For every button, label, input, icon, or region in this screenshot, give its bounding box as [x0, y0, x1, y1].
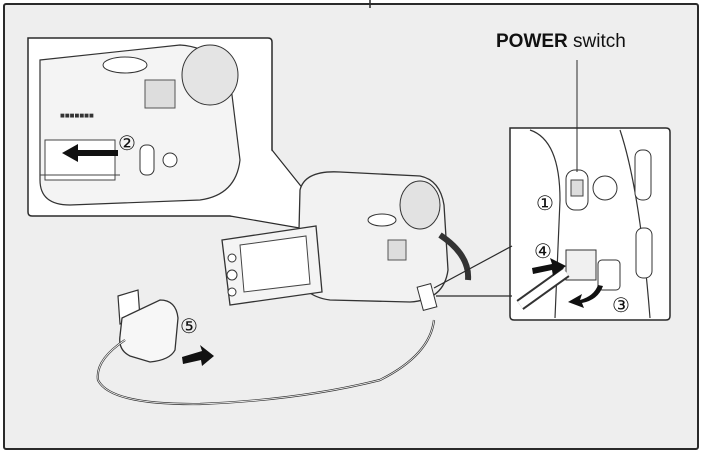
step-5-label: ⑤ — [180, 316, 198, 338]
step-2-label: ② — [118, 133, 136, 155]
ac-adapter: ⑤ — [96, 289, 436, 406]
svg-text:■■■■■■■: ■■■■■■■ — [60, 111, 94, 120]
camcorder — [221, 171, 472, 312]
power-label-bold: POWER — [496, 31, 568, 52]
step-3-label: ③ — [612, 295, 630, 317]
step-4-label: ④ — [534, 241, 552, 263]
inset-right: ① ④ ③ — [433, 60, 671, 321]
power-switch-label: POWER switch — [496, 31, 626, 53]
power-label-rest: switch — [567, 31, 626, 52]
step-1-label: ① — [536, 193, 554, 215]
inset-left: ■■■■■■■ ② — [27, 37, 342, 236]
